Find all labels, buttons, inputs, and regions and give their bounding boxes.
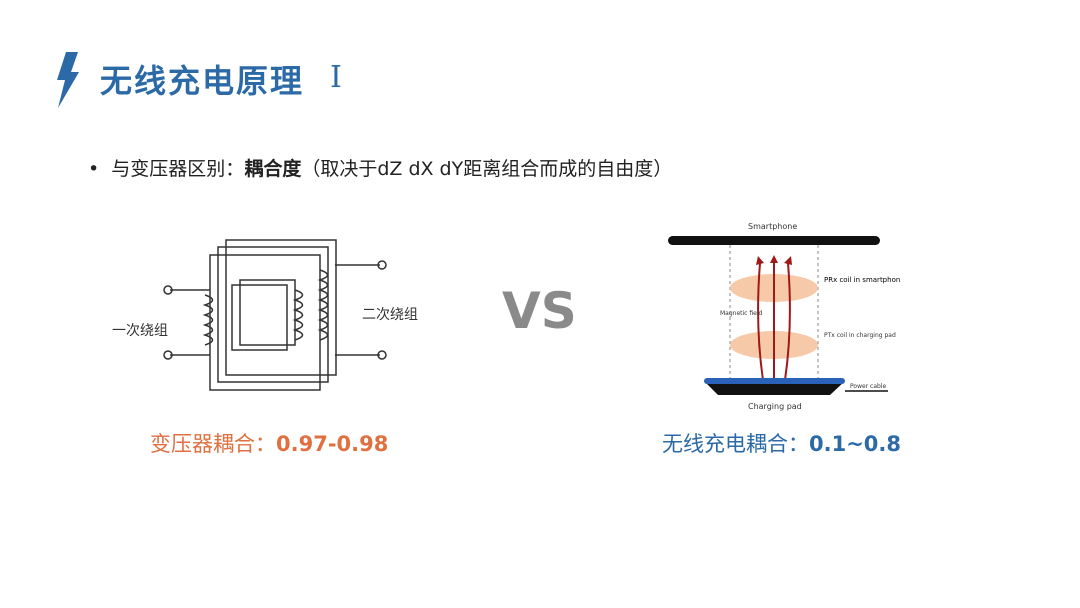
smartphone-shape	[668, 236, 880, 245]
charging-pad-label: Charging pad	[748, 402, 802, 411]
caption-value: 0.1~0.8	[809, 432, 901, 456]
magnetic-field-label: Magnetic field	[720, 310, 763, 317]
bullet-prefix: 与变压器区别：	[111, 158, 245, 180]
bullet-point: • 与变压器区别：耦合度（取决于dZ dX dY距离组合而成的自由度）	[88, 158, 673, 180]
transformer-coupling-caption: 变压器耦合：0.97-0.98	[150, 428, 388, 458]
caption-label: 变压器耦合：	[150, 432, 276, 456]
ptx-coil-label: PTx coil in charging pad	[824, 332, 896, 339]
caption-value: 0.97-0.98	[276, 432, 389, 456]
lightning-icon	[57, 52, 79, 108]
bullet-bold: 耦合度	[244, 158, 302, 180]
transformer-diagram: 一次绕组 二次绕组	[112, 239, 418, 391]
smartphone-label: Smartphone	[748, 222, 797, 231]
vs-label: VS	[502, 282, 577, 340]
title-roman-numeral: Ⅰ	[330, 60, 342, 95]
secondary-winding-label: 二次绕组	[362, 307, 418, 323]
wireless-charging-diagram: Smartphone PRx coil in smartphone Magnet…	[668, 222, 900, 411]
caption-label: 无线充电耦合：	[662, 432, 809, 456]
primary-winding-label: 一次绕组	[112, 323, 168, 339]
bullet-suffix: （取决于dZ dX dY距离组合而成的自由度）	[301, 158, 673, 180]
wireless-coupling-caption: 无线充电耦合：0.1~0.8	[662, 428, 901, 458]
page-title: 无线充电原理	[100, 62, 305, 100]
power-cable-label: Power cable	[850, 383, 886, 390]
prx-coil-label: PRx coil in smartphone	[824, 276, 900, 284]
